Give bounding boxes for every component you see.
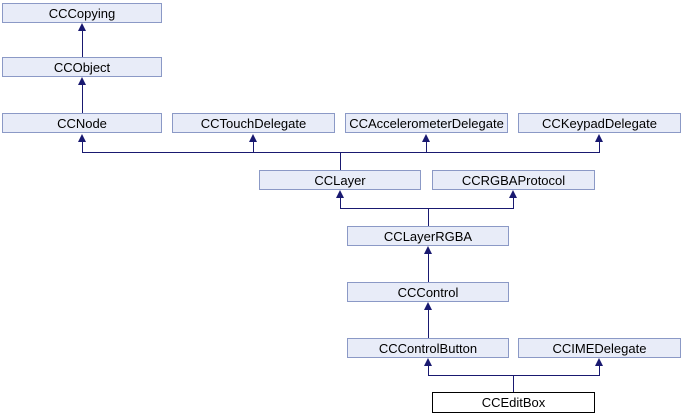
inheritance-edge-line [513,375,514,392]
inheritance-arrowhead [249,134,257,142]
class-node-cctouchdelegate[interactable]: CCTouchDelegate [172,113,335,133]
class-node-cccontrolbutton[interactable]: CCControlButton [347,338,509,358]
class-node-cccopying[interactable]: CCCopying [2,3,162,23]
inheritance-edge-line [599,141,600,153]
class-node-ccrgbaprotocol[interactable]: CCRGBAProtocol [432,170,595,190]
inheritance-arrowhead [336,190,344,198]
inheritance-arrowhead [78,23,86,31]
inheritance-edge-line [428,309,429,338]
class-node-ccnode[interactable]: CCNode [2,113,162,133]
inheritance-arrowhead [595,134,603,142]
inheritance-edge-line [428,375,600,376]
class-node-ccimedelegate[interactable]: CCIMEDelegate [518,338,681,358]
inheritance-edge-line [82,30,83,57]
inheritance-edge-line [426,141,427,153]
class-node-cckeypaddelegate[interactable]: CCKeypadDelegate [518,113,681,133]
class-node-cceditbox-current: CCEditBox [432,392,595,413]
class-node-cclayer[interactable]: CCLayer [259,170,421,190]
inheritance-edge-line [340,208,514,209]
inheritance-arrowhead [422,134,430,142]
inheritance-edge-line [513,197,514,209]
inheritance-edge-line [82,141,83,153]
class-node-cccontrol[interactable]: CCControl [347,282,509,302]
class-node-ccaccelerometerdelegate[interactable]: CCAccelerometerDelegate [345,113,508,133]
inheritance-edge-line [428,365,429,376]
inheritance-edge-line [428,208,429,226]
inheritance-arrowhead [78,77,86,85]
inheritance-arrowhead [424,246,432,254]
inheritance-edge-line [340,152,341,170]
inheritance-arrowhead [424,302,432,310]
class-node-ccobject[interactable]: CCObject [2,57,162,77]
class-node-cclayerrgba[interactable]: CCLayerRGBA [347,226,509,246]
inheritance-arrowhead [424,358,432,366]
inheritance-arrowhead [509,190,517,198]
inheritance-edge-line [428,253,429,282]
inheritance-edge-line [340,197,341,209]
inheritance-arrowhead [595,358,603,366]
inheritance-edge-line [82,152,600,153]
inheritance-edge-line [82,84,83,113]
inheritance-edge-line [253,141,254,153]
inheritance-arrowhead [78,134,86,142]
inheritance-edge-line [599,365,600,376]
